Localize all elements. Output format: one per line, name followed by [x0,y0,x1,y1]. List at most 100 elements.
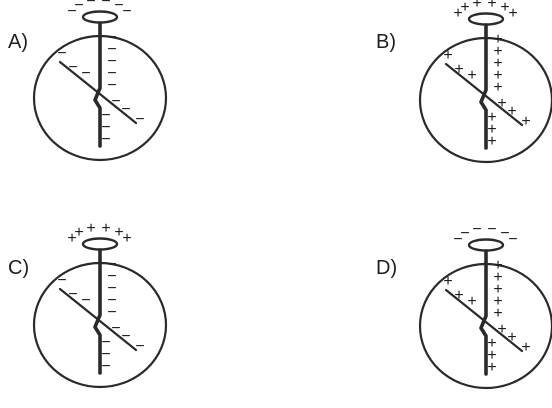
stem-charge-5: − [107,77,116,94]
electroscope-rod [479,249,488,376]
top-charge-6: + [508,5,517,22]
stem-charge-7: + [487,347,496,364]
stem-charge-8: − [101,131,110,148]
stem-charge-3: + [493,55,502,72]
stem-charge-8: − [101,358,110,375]
leaf-charge-6: − [135,111,144,128]
leaf-charge-6: + [521,339,530,356]
stem-charge-1: + [493,31,502,48]
leaf-charge-5: − [121,328,130,345]
leaf-charge-5: + [507,103,516,120]
electroscope-knob [467,238,505,252]
stem-charge-4: + [493,293,502,310]
top-charge-1: − [67,3,76,20]
electroscope-panel-b: B)++++++++++++++++++++ [376,0,552,164]
stem-charge-3: + [493,281,502,298]
stem-charge-4: + [493,67,502,84]
stem-charge-1: + [493,257,502,274]
top-charge-5: − [500,225,509,242]
electroscope-knob [81,237,119,251]
stem-charge-6: + [487,335,496,352]
leaf-charge-1: + [443,273,452,290]
stem-charge-8: + [487,133,496,150]
stem-charge-7: + [487,121,496,138]
stem-charge-7: − [101,119,110,136]
top-charge-5: + [500,0,509,16]
stem-charge-5: + [493,79,502,96]
electroscope-panel-c: C)++++++−−−−−−−−−−−−−− [8,220,168,389]
leaf-charge-3: + [467,67,476,84]
top-charge-6: − [508,231,517,248]
leaf-charge-2: − [68,59,77,76]
leaf-charge-4: + [497,95,506,112]
stem-charge-7: − [101,346,110,363]
electroscope-panel-a: A)−−−−−−−−−−−−−−−−−−−− [8,0,168,162]
electroscope-rod [93,248,102,375]
stem-charge-4: − [107,292,116,309]
leaf-charge-3: − [81,292,90,309]
leaf-charge-5: − [121,101,130,118]
top-charge-6: + [122,230,131,247]
leaf-charge-3: + [467,293,476,310]
top-charge-3: − [472,221,481,238]
top-charge-2: + [74,224,83,241]
top-charge-5: + [114,224,123,241]
stem-charge-1: − [107,29,116,46]
leaf-charge-1: − [57,45,66,62]
stem-charge-4: − [107,65,116,82]
panel-label: C) [8,257,29,279]
top-charge-1: + [453,5,462,22]
panel-label: A) [8,31,28,53]
electroscope-leaf [58,60,138,125]
stem-charge-3: − [107,280,116,297]
stem-charge-1: − [107,256,116,273]
stem-charge-6: + [487,109,496,126]
leaf-charge-6: − [135,338,144,355]
stem-charge-5: − [107,304,116,321]
top-charge-4: − [101,0,110,10]
leaf-charge-4: − [111,320,120,337]
stem-charge-3: − [107,53,116,70]
electroscope-knob [81,10,119,24]
top-charge-2: + [460,0,469,16]
electroscope-rod [93,21,102,148]
electroscope-leaf [444,62,524,127]
electroscope-leaf [58,287,138,352]
stem-charge-6: − [101,107,110,124]
panel-label: B) [376,31,396,53]
leaf-charge-4: − [111,93,120,110]
top-charge-4: + [487,0,496,12]
electroscope-leaf [444,288,524,353]
top-charge-5: − [114,0,123,14]
leaf-charge-4: + [497,321,506,338]
leaf-charge-5: + [507,329,516,346]
stem-charge-2: − [107,268,116,285]
electroscope-knob [467,12,505,26]
leaf-charge-6: + [521,113,530,130]
leaf-charge-3: − [81,65,90,82]
top-charge-3: + [86,220,95,237]
stem-charge-2: + [493,43,502,60]
top-charge-1: − [453,231,462,248]
electroscope-rod [479,23,488,150]
leaf-charge-1: − [57,272,66,289]
top-charge-1: + [67,230,76,247]
stem-charge-2: − [107,41,116,58]
top-charge-6: − [122,3,131,20]
leaf-charge-2: + [454,287,463,304]
electroscope-panel-d: D)−−−−−−++++++++++++++ [376,221,552,390]
stem-charge-5: + [493,305,502,322]
top-charge-3: − [86,0,95,10]
leaf-charge-1: + [443,47,452,64]
leaf-charge-2: − [68,286,77,303]
top-charge-2: − [74,0,83,14]
top-charge-4: − [487,221,496,238]
panel-label: D) [376,257,397,279]
top-charge-4: + [101,220,110,237]
leaf-charge-2: + [454,61,463,78]
top-charge-3: + [472,0,481,12]
top-charge-2: − [460,225,469,242]
stem-charge-6: − [101,334,110,351]
stem-charge-2: + [493,269,502,286]
